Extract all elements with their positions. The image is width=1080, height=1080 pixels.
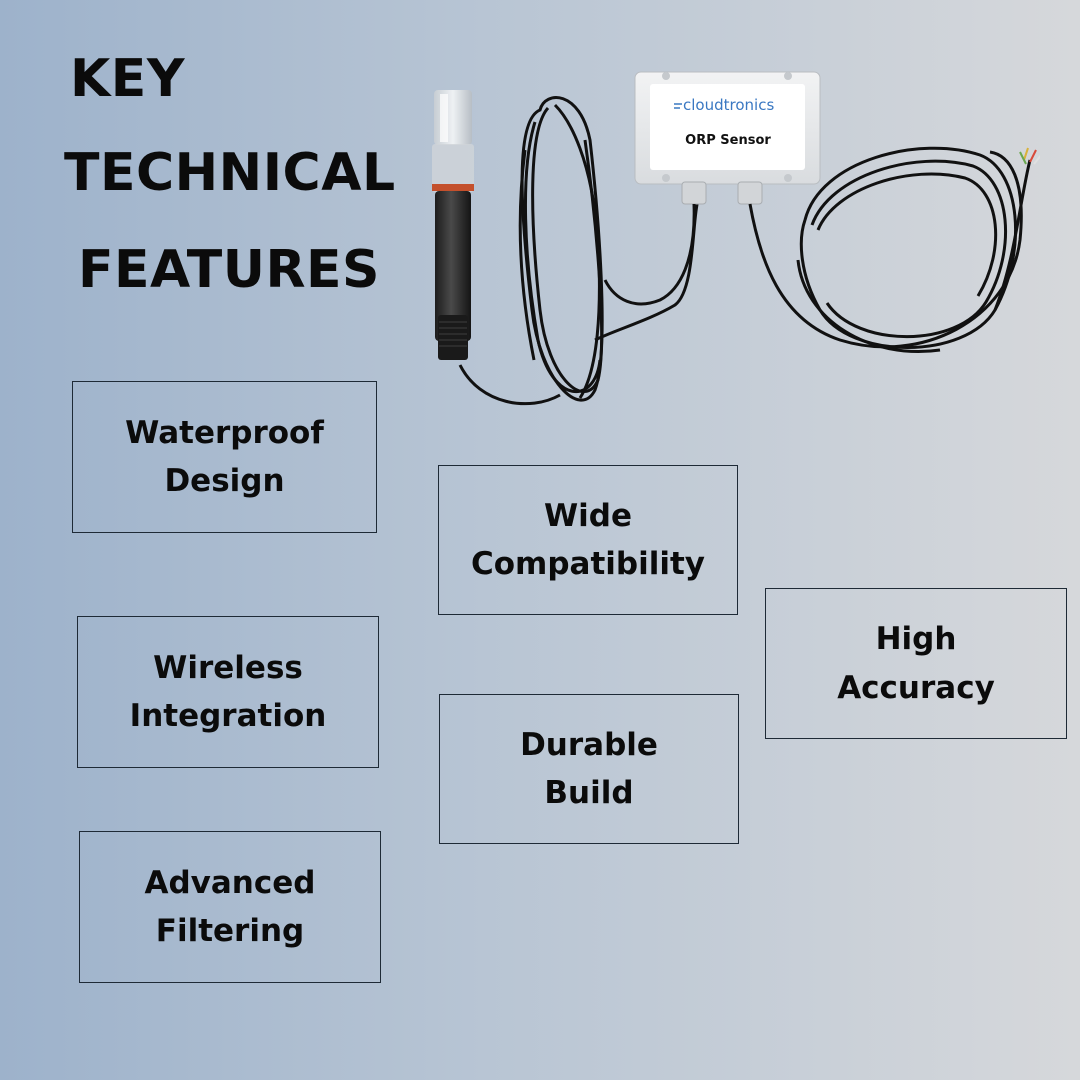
feature-box-wireless-integration: Wireless Integration <box>77 616 379 768</box>
feature-box-advanced-filtering: Advanced Filtering <box>79 831 381 983</box>
brand-logo-text: cloudtronics <box>683 96 774 114</box>
feature-label: Wireless Integration <box>129 649 327 734</box>
wire-ends <box>1019 147 1040 165</box>
feature-label: Wide Compatibility <box>471 497 705 582</box>
output-cable <box>603 146 1032 353</box>
feature-box-wide-compatibility: Wide Compatibility <box>438 465 738 615</box>
orp-probe <box>432 90 474 360</box>
product-label-text: ORP Sensor <box>685 133 771 148</box>
probe-cable <box>458 96 700 406</box>
feature-box-high-accuracy: High Accuracy <box>765 588 1067 739</box>
feature-label: Waterproof Design <box>125 414 324 499</box>
orp-sensor-product-image: cloudtronics ORP Sensor <box>432 71 1040 406</box>
transmitter-enclosure: cloudtronics ORP Sensor <box>634 71 821 205</box>
heading-technical: TECHNICAL <box>64 143 396 203</box>
heading-features: FEATURES <box>78 240 380 300</box>
feature-label: Durable Build <box>520 726 658 811</box>
heading-key: KEY <box>70 49 185 109</box>
feature-label: High Accuracy <box>837 621 995 706</box>
feature-box-durable-build: Durable Build <box>439 694 739 844</box>
feature-box-waterproof-design: Waterproof Design <box>72 381 377 533</box>
feature-label: Advanced Filtering <box>144 864 316 949</box>
